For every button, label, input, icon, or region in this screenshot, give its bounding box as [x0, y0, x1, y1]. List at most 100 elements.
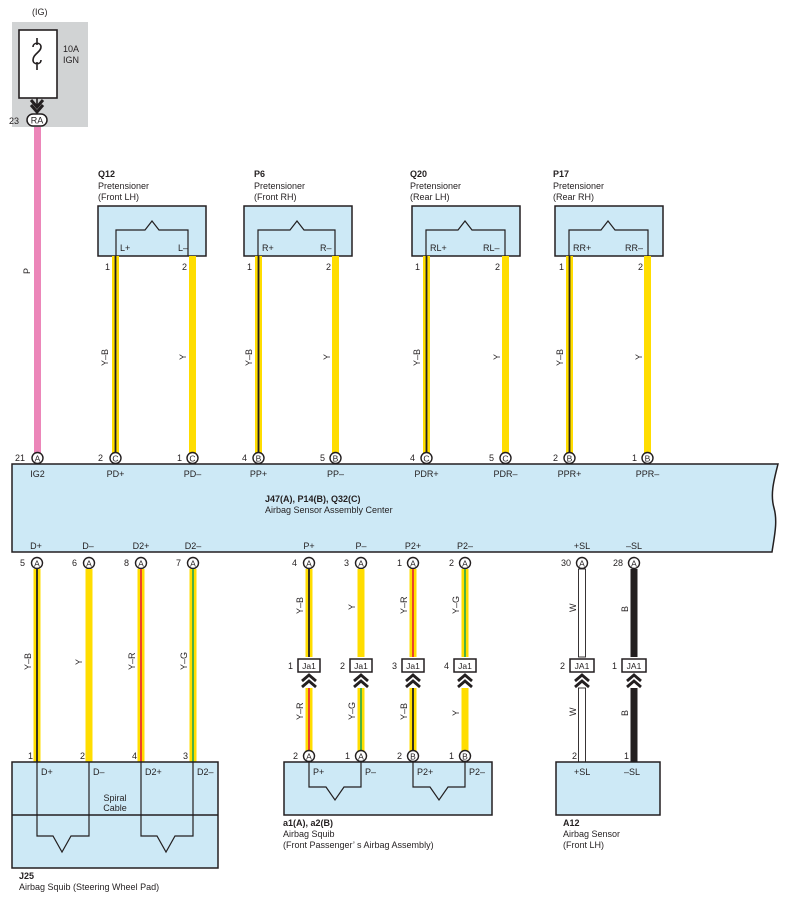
steering-squib-code: J25 [19, 871, 34, 881]
ecu-pin-number: 1 [397, 558, 402, 568]
ecu-pin-number: 5 [489, 453, 494, 463]
passenger-squib-component: P+ P– P2+ P2– a1(A), a2(B) Airbag Squib … [283, 761, 493, 850]
pretensioner-name: Pretensioner [254, 181, 305, 191]
ecu-top-pin-ppr-minus: B 1 PPR– [632, 451, 660, 479]
junction-code: JA1 [575, 661, 590, 671]
ecu-pin-label: D+ [30, 541, 42, 551]
squib-term-label: D– [93, 767, 105, 777]
ecu-bottom-pin-d-minus: D– A 6 [72, 541, 96, 570]
pretensioner-position: (Rear LH) [410, 192, 450, 202]
squib-symbol [412, 762, 466, 802]
pretensioner-wire-minus-color: Y [634, 354, 644, 360]
wire-color-label: B [620, 710, 630, 716]
fuse-connector-oval [26, 113, 48, 127]
pretensioner-squib-symbol [257, 220, 336, 256]
squib-term-label: D+ [41, 767, 53, 777]
ecu-pin-label: P2+ [405, 541, 421, 551]
ecu-pin-number: 7 [176, 558, 181, 568]
junction-pin: 3 [392, 661, 397, 671]
ecu-pin-number: 2 [449, 558, 454, 568]
connector-arrow-icon [405, 673, 421, 689]
ecu-pin-connector: A [35, 453, 41, 463]
wire-tracer [257, 256, 260, 454]
ecu-pin-label: PPR– [636, 469, 660, 479]
wire-pin-number: 1 [28, 751, 33, 761]
connector-arrow-icon [353, 673, 369, 689]
wire-tracer [360, 688, 362, 751]
wire-y [357, 569, 365, 657]
wire-color-label: W [568, 603, 578, 612]
wire-tracer [425, 256, 428, 454]
pretensioner-pin-plus: 1 [415, 262, 420, 272]
fuse-pin-number: 23 [9, 116, 19, 126]
wire-tracer [568, 256, 571, 454]
pin-number: 1 [449, 751, 454, 761]
ecu-pin-number: 21 [15, 453, 25, 463]
pretensioner-position: (Front RH) [254, 192, 297, 202]
pretensioner-code: P17 [553, 169, 569, 179]
ecu-pin-number: 4 [410, 453, 415, 463]
airbag-sensor-wires: W B W B 2 1 [568, 568, 638, 763]
power-group-label: (IG) [32, 7, 48, 17]
squib-term-label: D2– [197, 767, 214, 777]
ecu-pin-number: 4 [292, 558, 297, 568]
ecu-pin-label: PPR+ [558, 469, 582, 479]
wire-color-label: Y–B [399, 703, 409, 720]
pretensioner-q20: Q20 Pretensioner (Rear LH) RL+ RL– 1 2 Y… [410, 169, 521, 366]
pretensioner-wire-minus-color: Y [322, 354, 332, 360]
ecu-bottom-pin-d2-minus: D2– A 7 [176, 541, 201, 570]
connector-arrow-icon [574, 673, 590, 689]
ecu-bottom-pin-p2-minus: P2– A 2 [449, 541, 473, 570]
ecu-pin-number: 2 [553, 453, 558, 463]
pretensioner-wire-plus-color: Y–B [412, 349, 422, 366]
ecu-pin-connector: A [306, 558, 312, 568]
pin-connector: B [462, 751, 468, 761]
ecu-pin-connector: A [462, 558, 468, 568]
squib-term-label: P– [365, 767, 376, 777]
junction-pin: 4 [444, 661, 449, 671]
pin-connector: A [306, 751, 312, 761]
ecu-pin-connector: B [567, 453, 573, 463]
ecu-pin-number: 8 [124, 558, 129, 568]
pretensioner-term-minus: RR– [625, 243, 643, 253]
wire-color-label: Y [74, 659, 84, 665]
wire-tracer [412, 688, 414, 751]
ecu-pin-number: 28 [613, 558, 623, 568]
pretensioner-pin-plus: 1 [559, 262, 564, 272]
wire-ig2-pink [34, 127, 41, 454]
junction-pin: 2 [560, 661, 565, 671]
wire-color-label: Y–G [347, 702, 357, 720]
ecu-bottom-pin-minus-sl: –SL A 28 [613, 541, 642, 570]
ecu-pin-number: 1 [632, 453, 637, 463]
passenger-squib-code: a1(A), a2(B) [283, 818, 333, 828]
pretensioner-term-plus: RR+ [573, 243, 591, 253]
ecu-pin-number: 6 [72, 558, 77, 568]
ecu-pin-label: PDR– [493, 469, 517, 479]
junction-connector: Ja1 3 [392, 658, 425, 689]
wire-y [644, 256, 651, 454]
wire-y [85, 569, 93, 762]
squib-symbol [36, 762, 90, 854]
wire-tracer [412, 569, 414, 657]
pretensioner-term-plus: R+ [262, 243, 274, 253]
steering-squib-wires: Y–B Y Y–R Y–G 1 2 4 3 [23, 569, 197, 762]
ecu-body [11, 463, 779, 553]
junction-code: Ja1 [302, 661, 316, 671]
ecu-pin-connector: C [112, 453, 118, 463]
ecu-pin-connector: C [189, 453, 195, 463]
ecu-pin-label: PDR+ [414, 469, 438, 479]
wire-y [461, 688, 469, 751]
wire-tracer [140, 569, 142, 762]
pretensioner-name: Pretensioner [98, 181, 149, 191]
ecu-pin-connector: A [358, 558, 364, 568]
ecu-pin-number: 5 [20, 558, 25, 568]
wire-pin-number: 4 [132, 751, 137, 761]
pretensioner-box [554, 205, 664, 257]
ecu-top-pin-ig2: A 21 IG2 [15, 451, 45, 479]
ecu-pin-connector: B [256, 453, 262, 463]
pin-connector: A [358, 751, 364, 761]
pretensioner-code: Q20 [410, 169, 427, 179]
pretensioner-code: Q12 [98, 169, 115, 179]
squib-term-label: D2+ [145, 767, 162, 777]
